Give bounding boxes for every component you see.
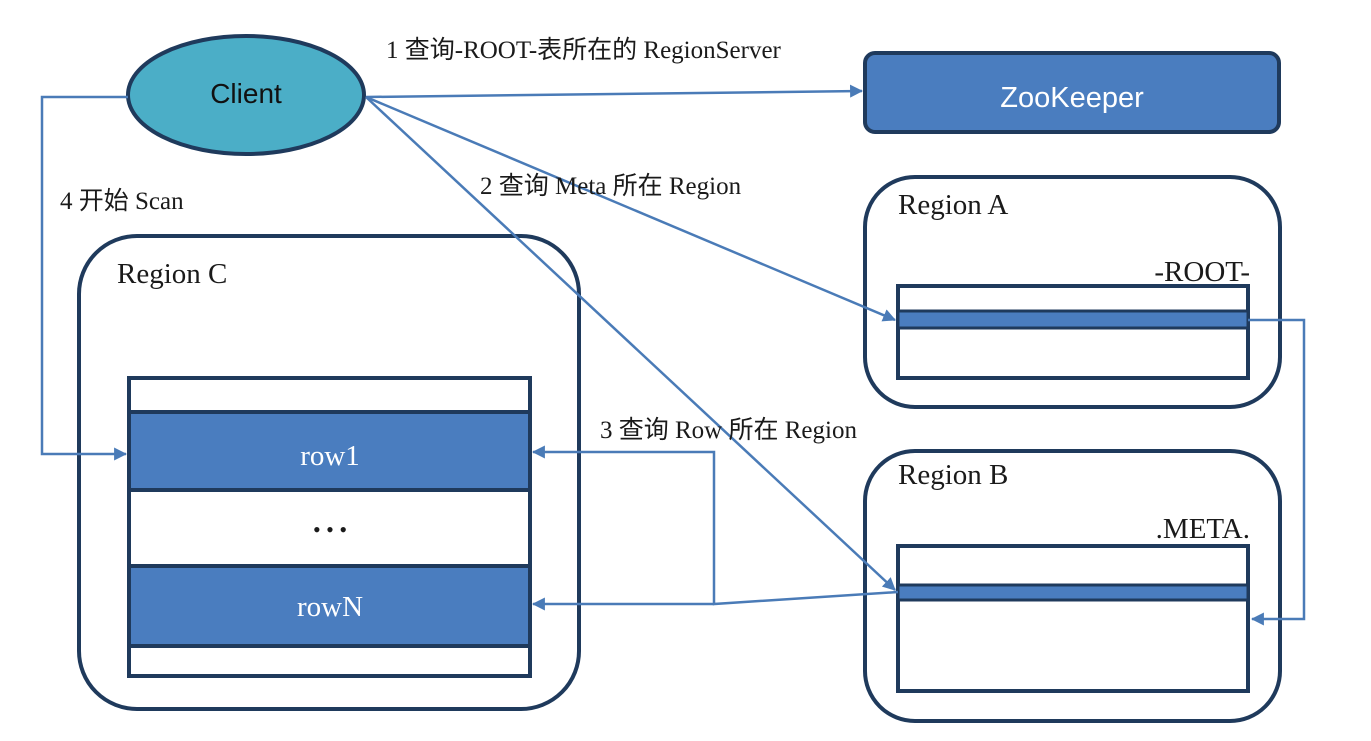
rowN-cell: [127, 564, 532, 648]
rows-ellipsis: • • •: [313, 517, 347, 542]
arrow-root-to-meta: [1248, 318, 1306, 626]
step2-label: 2 查询 Meta 所在 Region: [480, 172, 742, 200]
region-a: Region A -ROOT-: [863, 175, 1282, 409]
region-a-title: Region A: [898, 189, 1008, 221]
region-c: Region C row1 • • • rowN: [77, 234, 581, 711]
row1-cell: [127, 410, 532, 492]
region-c-title: Region C: [117, 258, 227, 290]
arrow-client-to-meta: [365, 96, 896, 591]
step1-label: 1 查询-ROOT-表所在的 RegionServer: [386, 36, 782, 64]
root-table: [896, 284, 1250, 380]
step3-label: 3 查询 Row 所在 Region: [600, 416, 857, 444]
arrow-client-to-row1-scan: [40, 95, 128, 461]
row1-label: row1: [300, 440, 360, 472]
zookeeper-node: ZooKeeper: [863, 51, 1281, 134]
root-table-row: [896, 309, 1250, 330]
region-b-title: Region B: [898, 459, 1008, 491]
meta-table: [896, 544, 1250, 693]
zookeeper-label: ZooKeeper: [1000, 82, 1144, 114]
meta-table-label: .META.: [1156, 513, 1250, 545]
arrow-meta-to-row1: [531, 445, 899, 606]
meta-table-row: [896, 583, 1250, 602]
rowN-label: rowN: [297, 591, 363, 623]
arrow-client-to-zookeeper: [365, 84, 864, 99]
step4-label: 4 开始 Scan: [60, 187, 184, 215]
region-b: Region B .META.: [863, 449, 1282, 723]
client-label: Client: [210, 78, 282, 109]
client-node: Client: [126, 34, 366, 156]
root-table-label: -ROOT-: [1154, 256, 1250, 288]
arrow-client-to-root: [365, 95, 896, 322]
